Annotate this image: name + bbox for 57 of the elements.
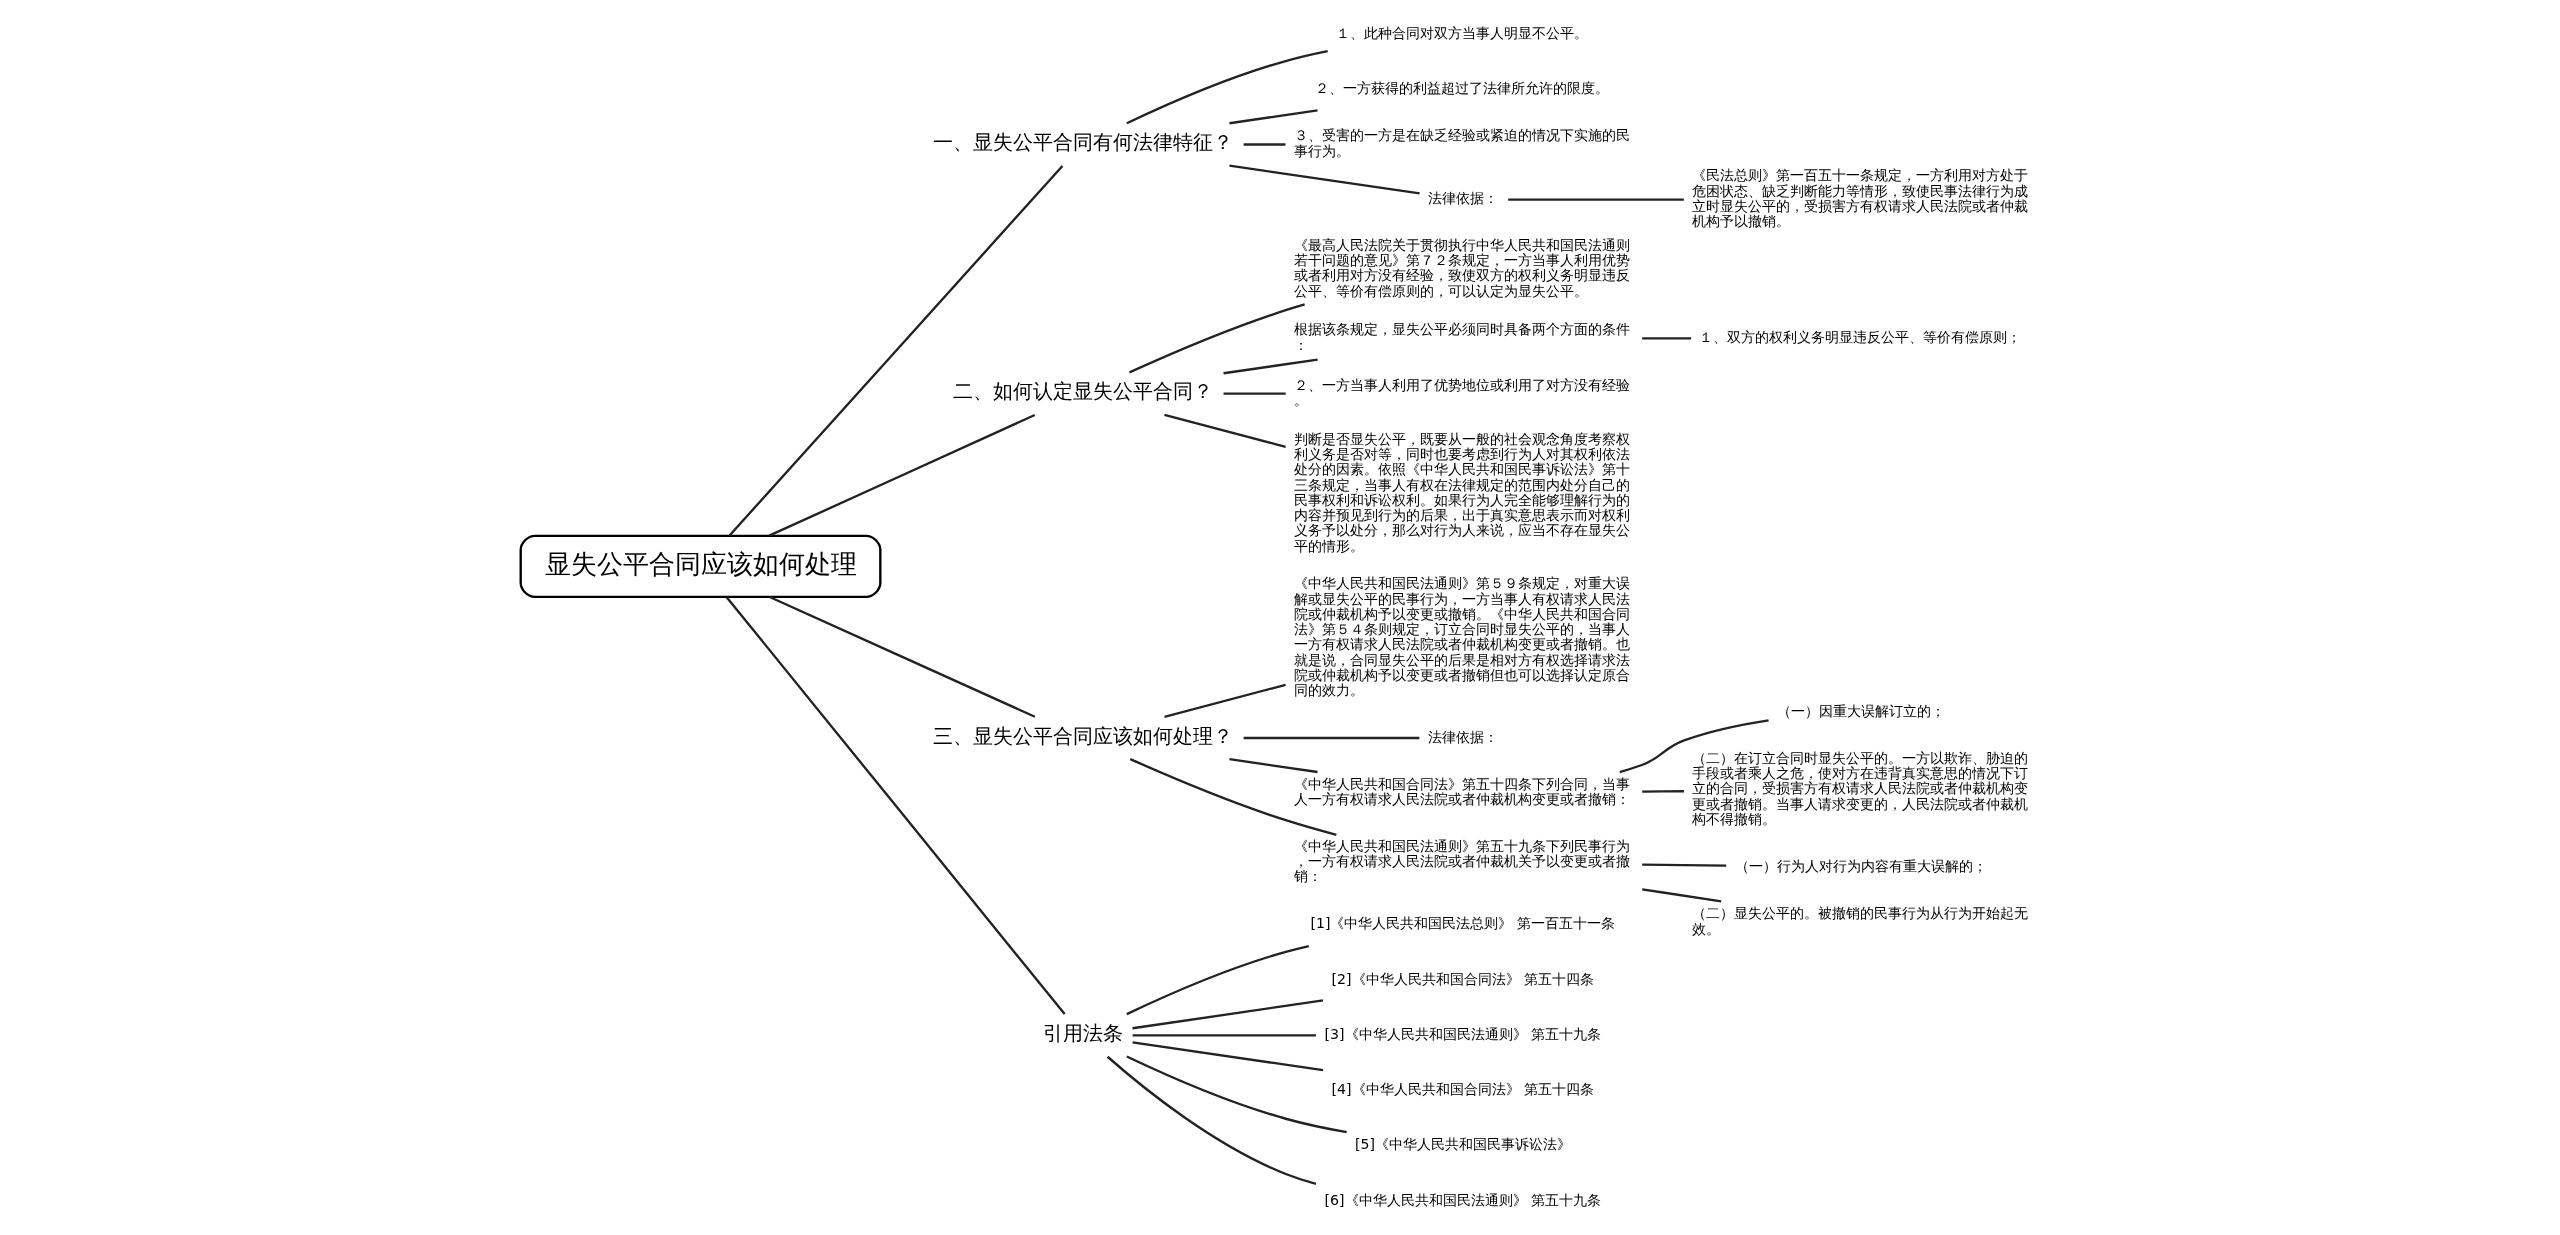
node-text: 《最高人民法院关于贯彻执行中华人民共和国民法通则若干问题的意见》第７２条规定，一方当事人利用优势或者利用对方没有经验，致使双方的权利义务明显违反公平、等价有偿原则的，可以认定为显失公平。 (1293, 236, 1630, 299)
connector (725, 596, 1066, 1015)
node-text: ２、一方当事人利用了优势地位或利用了对方没有经验。 (1293, 376, 1630, 408)
node-text: 根据该条规定，显失公平必须同时具备两个方面的条件： (1293, 321, 1630, 353)
node-text: [1]《中华人民共和国民法总则》 第一百五十一条 (1309, 915, 1615, 932)
connector (1106, 1055, 1316, 1186)
node-text: 一、显失公平合同有何法律特征？ (932, 130, 1233, 155)
node-text: [5]《中华人民共和国民事诉讼法》 (1354, 1136, 1571, 1153)
node-text: １、此种合同对双方当事人明显不公平。 (1335, 24, 1588, 41)
connector (1228, 758, 1318, 774)
node-text: （一）行为人对行为内容有重大误解的； (1734, 857, 1987, 874)
connector (1129, 758, 1337, 836)
node-text: 《中华人民共和国民法通则》第五十九条下列民事行为，一方有权请求人民法院或者仲裁机关予以变更或者撤销： (1293, 837, 1630, 885)
connector (1243, 736, 1419, 740)
connector (1128, 303, 1305, 374)
node-text: ２、一方获得的利益超过了法律所允许的限度。 (1314, 79, 1609, 96)
connector (1243, 143, 1285, 146)
node-text: ３、受害的一方是在缺乏经验或紧迫的情况下实施的民事行为。 (1293, 127, 1630, 159)
connector (727, 165, 1063, 537)
node-text: 《民法总则》第一百五十一条规定，一方利用对方处于危困状态、缺乏判断能力等情形，致使民事法律行为成立时显失公平的，受损害方有权请求人民法院或者仲裁机构予以撤销。 (1691, 167, 2028, 230)
node-text: 法律依据： (1427, 190, 1498, 207)
connector (1222, 358, 1318, 375)
connector (768, 413, 1035, 537)
connector (1132, 1034, 1316, 1037)
node-text: 二、如何认定显失公平合同？ (952, 379, 1213, 404)
node-text: [3]《中华人民共和国民法通则》 第五十九条 (1324, 1025, 1601, 1042)
connector (1131, 999, 1323, 1030)
connector (768, 595, 1035, 718)
connector (1641, 863, 1726, 867)
connector (1125, 944, 1309, 1016)
node-text: 判断是否显失公平，既要从一般的社会观念角度考察权利义务是否对等，同时也要考虑到行为人对其权利依法处分的因素。依照《中华人民共和国民事诉讼法》第十三条规定，当事人有权在法律规定的范围内处分自己的民事权利和诉讼权利。如果行为人完全能够理解行为的内容并预见到行为的后果，出于真实意思表示而对权利义务予以处分，那么对行为人来说，应当不存在显失公平的情形。 (1293, 430, 1630, 554)
node-text: （二）在订立合同时显失公平的。一方以欺诈、胁迫的手段或者乘人之危，使对方在违背真实意思的情况下订立的合同，受损害方有权请求人民法院或者仲裁机构变更或者撤销。当事人请求变更的，人民法院或者仲裁机构不得撤销。 (1691, 749, 2028, 827)
connector (1228, 164, 1420, 195)
node-box: 显失公平合同应该如何处理 (519, 534, 881, 599)
connector (1641, 337, 1691, 340)
node-text: 《中华人民共和国合同法》第五十四条下列合同，当事人一方有权请求人民法院或者仲裁机构变更或者撤销： (1293, 776, 1630, 808)
connector (1125, 1055, 1347, 1134)
node-text: １、双方的权利义务明显违反公平、等价有偿原则； (1698, 329, 2021, 346)
connector (1163, 683, 1286, 718)
node-text: 三、显失公平合同应该如何处理？ (932, 723, 1233, 748)
connector (1618, 719, 1769, 774)
node-text: （二）显失公平的。被撤销的民事行为从行为开始起无效。 (1691, 905, 2028, 937)
connector (1228, 109, 1318, 125)
node-text: 《中华人民共和国民法通则》第５９条规定，对重大误解或显失公平的民事行为，一方当事人有权请求人民法院或仲裁机构予以变更或撤销。《中华人民共和国合同法》第５４条则规定，订立合同时显失公平的，当事人一方有权请求人民法院或者仲裁机构变更或者撤销。也就是说，合同显失公平的后果是相对方有权选择请求法院或仲裁机构予以变更或者撤销但也可以选择认定原合同的效力。 (1293, 575, 1630, 699)
connector (1125, 50, 1328, 125)
node-text: （一）因重大误解订立的； (1776, 702, 1945, 719)
connector (1641, 888, 1721, 903)
connector (1641, 790, 1684, 793)
connector (1131, 1041, 1323, 1072)
connector (1163, 413, 1286, 448)
connector (1507, 198, 1684, 201)
node-text: [6]《中华人民共和国民法通则》 第五十九条 (1324, 1191, 1601, 1208)
node-text: 引用法条 (1042, 1021, 1123, 1046)
connector (1223, 392, 1286, 395)
node-text: [2]《中华人民共和国合同法》 第五十四条 (1331, 970, 1594, 987)
node-text: 法律依据： (1427, 728, 1498, 745)
node-text: [4]《中华人民共和国合同法》 第五十四条 (1331, 1081, 1594, 1098)
